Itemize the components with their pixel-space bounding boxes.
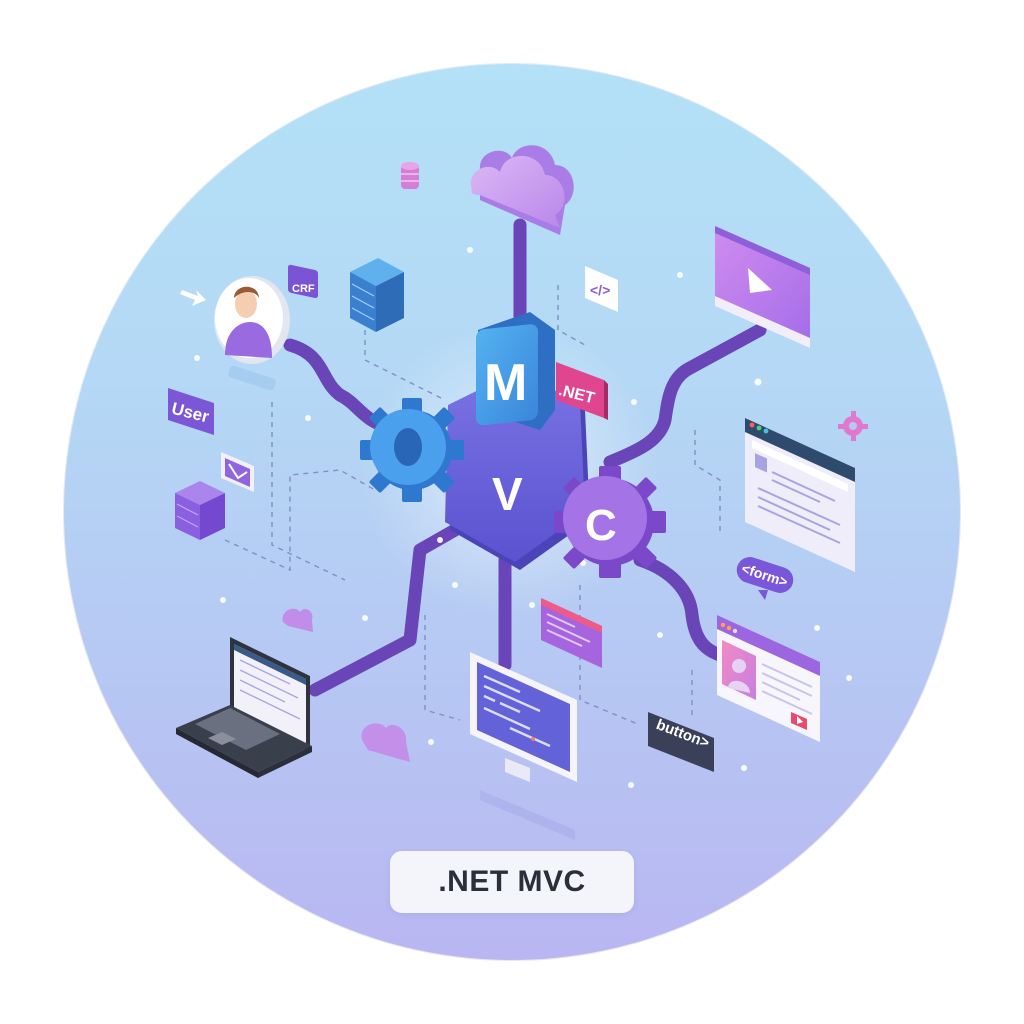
form-tag: <form> [736,557,794,600]
database-icon [401,162,419,189]
model-cube: M [476,312,555,430]
profile-card-icon [717,615,820,742]
button-tag: button> [648,712,714,772]
cloud-icon [282,608,313,632]
code-tag-text: </> [590,282,610,298]
arrow-icon [180,290,206,306]
server-stack-icon [350,258,404,332]
laptop-icon [176,637,312,778]
model-letter: M [484,354,527,412]
browser-window-icon [745,418,855,572]
user-avatar-icon [214,276,290,391]
chat-bubble-text: CRF [292,283,315,295]
chat-bubble-icon: CRF [288,264,318,299]
code-icon: </> [585,266,618,312]
gear-icon: C [554,466,666,578]
view-letter: V [492,468,523,520]
caption-title: .NET MVC [438,865,586,898]
cloud-icon [470,145,574,235]
video-player-icon [715,226,810,348]
user-tag: User [168,388,214,435]
controller-letter: C [585,501,617,550]
mail-icon [221,452,254,492]
cloud-icon [361,723,410,762]
net-badge: .NET [556,362,608,420]
monitor-icon [470,652,577,840]
server-stack-icon [175,481,225,540]
gear-icon [838,411,868,441]
caption-label: .NET MVC [390,851,634,913]
sparkle-dots [194,247,852,788]
code-window-icon [541,598,602,668]
dashed-guides [224,285,721,726]
gear-icon [360,398,464,502]
